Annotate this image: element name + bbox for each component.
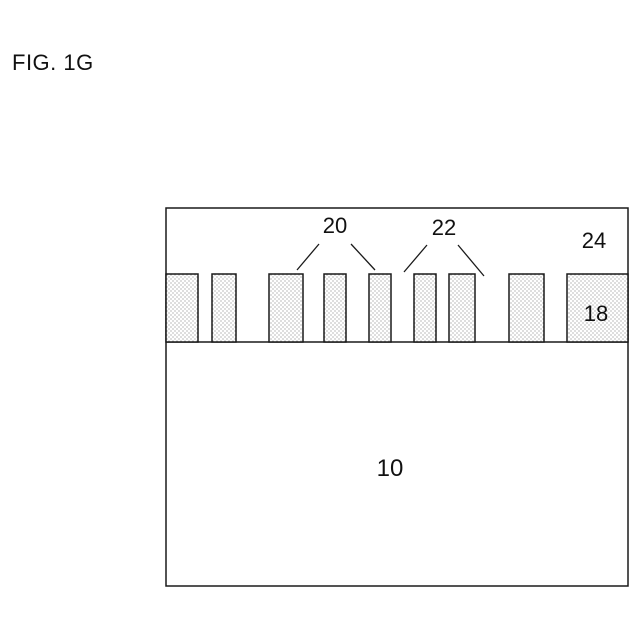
outer-frame (166, 208, 628, 586)
pillar-2 (212, 274, 236, 342)
pillar-8 (509, 274, 544, 342)
pillar-1 (166, 274, 198, 342)
pillar-3 (269, 274, 303, 342)
label-substrate-10: 10 (377, 455, 404, 482)
pillar-7 (449, 274, 475, 342)
pillar-4 (324, 274, 346, 342)
pillar-6 (414, 274, 436, 342)
pillar-5 (369, 274, 391, 342)
label-gaps-22: 22 (432, 215, 456, 240)
label-fins-20: 20 (323, 213, 347, 238)
label-top-region-24: 24 (582, 228, 606, 253)
label-layer-18: 18 (584, 301, 608, 326)
